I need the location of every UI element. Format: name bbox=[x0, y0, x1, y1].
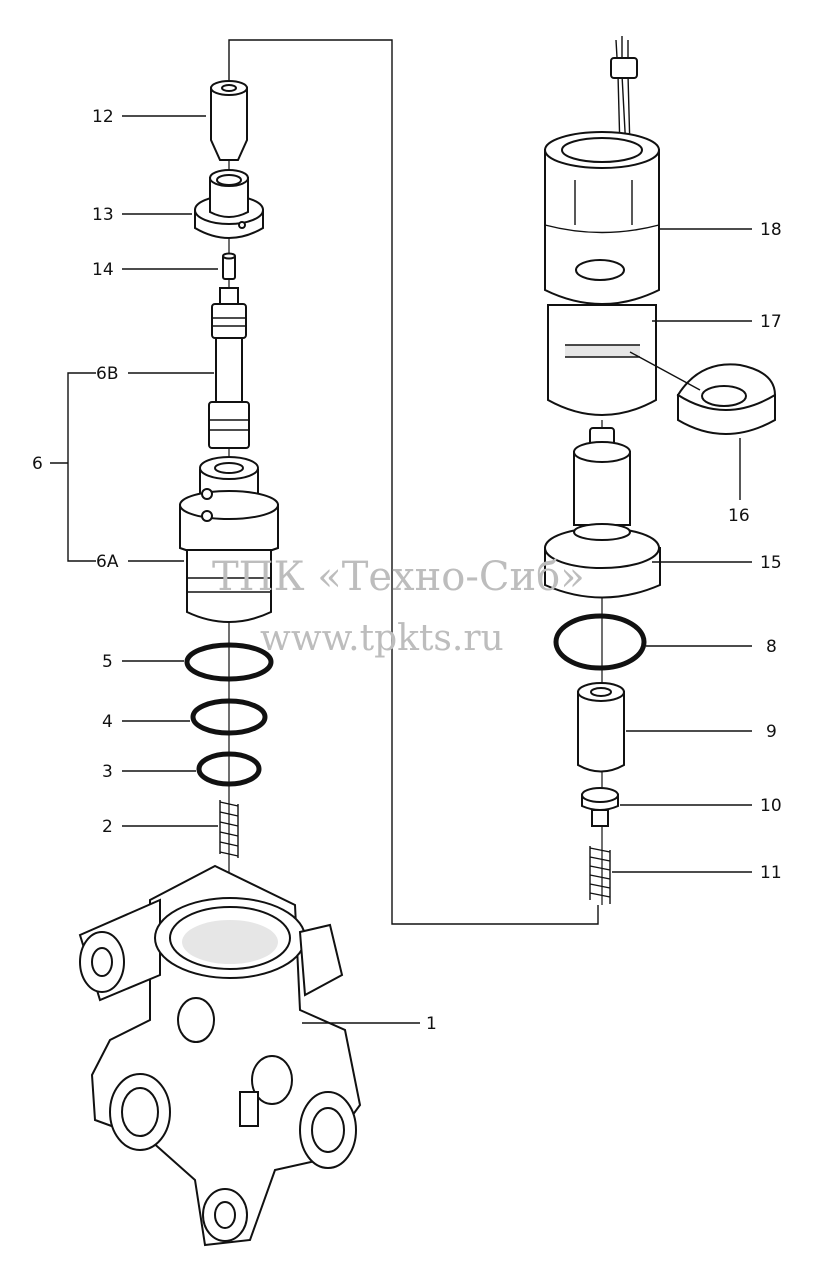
part-5-o-ring bbox=[184, 642, 274, 682]
watermark-url: www.tpkts.ru bbox=[260, 618, 504, 659]
assembly-connector-line bbox=[228, 39, 599, 925]
part-13-flange bbox=[194, 169, 264, 239]
label-16: 16 bbox=[728, 506, 750, 526]
label-9: 9 bbox=[766, 722, 777, 742]
part-9-plunger bbox=[577, 682, 625, 773]
part-3-o-ring bbox=[196, 751, 262, 787]
label-3: 3 bbox=[102, 762, 113, 782]
part-16-leader bbox=[629, 351, 701, 391]
label-1: 1 bbox=[426, 1014, 437, 1034]
watermark-company: ТПК «Техно-Сиб» bbox=[212, 554, 585, 600]
part-6B-spool bbox=[208, 287, 250, 449]
part-1-housing bbox=[78, 864, 362, 1247]
leader-lines bbox=[50, 115, 752, 1024]
label-2: 2 bbox=[102, 817, 113, 837]
part-4-o-ring bbox=[190, 698, 268, 736]
part-2-spring bbox=[219, 800, 239, 858]
label-10: 10 bbox=[760, 796, 782, 816]
label-15: 15 bbox=[760, 553, 782, 573]
label-6B: 6B bbox=[96, 364, 118, 384]
label-14: 14 bbox=[92, 260, 114, 280]
part-17-solenoid-body bbox=[547, 304, 657, 416]
left-assembly bbox=[78, 80, 362, 1247]
right-assembly bbox=[544, 36, 777, 905]
label-12: 12 bbox=[92, 107, 114, 127]
part-8-o-ring bbox=[553, 613, 647, 671]
label-17: 17 bbox=[760, 312, 782, 332]
label-18: 18 bbox=[760, 220, 782, 240]
part-16-shim bbox=[676, 363, 777, 435]
part-14-pin bbox=[222, 252, 236, 280]
part-11-spring bbox=[589, 846, 611, 904]
part-6A-valve-body bbox=[179, 456, 279, 623]
label-11: 11 bbox=[760, 863, 782, 883]
label-5: 5 bbox=[102, 652, 113, 672]
label-6: 6 bbox=[32, 454, 43, 474]
part-18-hex-housing bbox=[544, 131, 660, 305]
label-8: 8 bbox=[766, 637, 777, 657]
label-13: 13 bbox=[92, 205, 114, 225]
part-15-plunger-tube bbox=[544, 427, 661, 599]
label-4: 4 bbox=[102, 712, 113, 732]
part-10-valve-seat bbox=[581, 787, 619, 827]
part-12-nozzle bbox=[210, 80, 248, 161]
label-6A: 6A bbox=[96, 552, 119, 572]
